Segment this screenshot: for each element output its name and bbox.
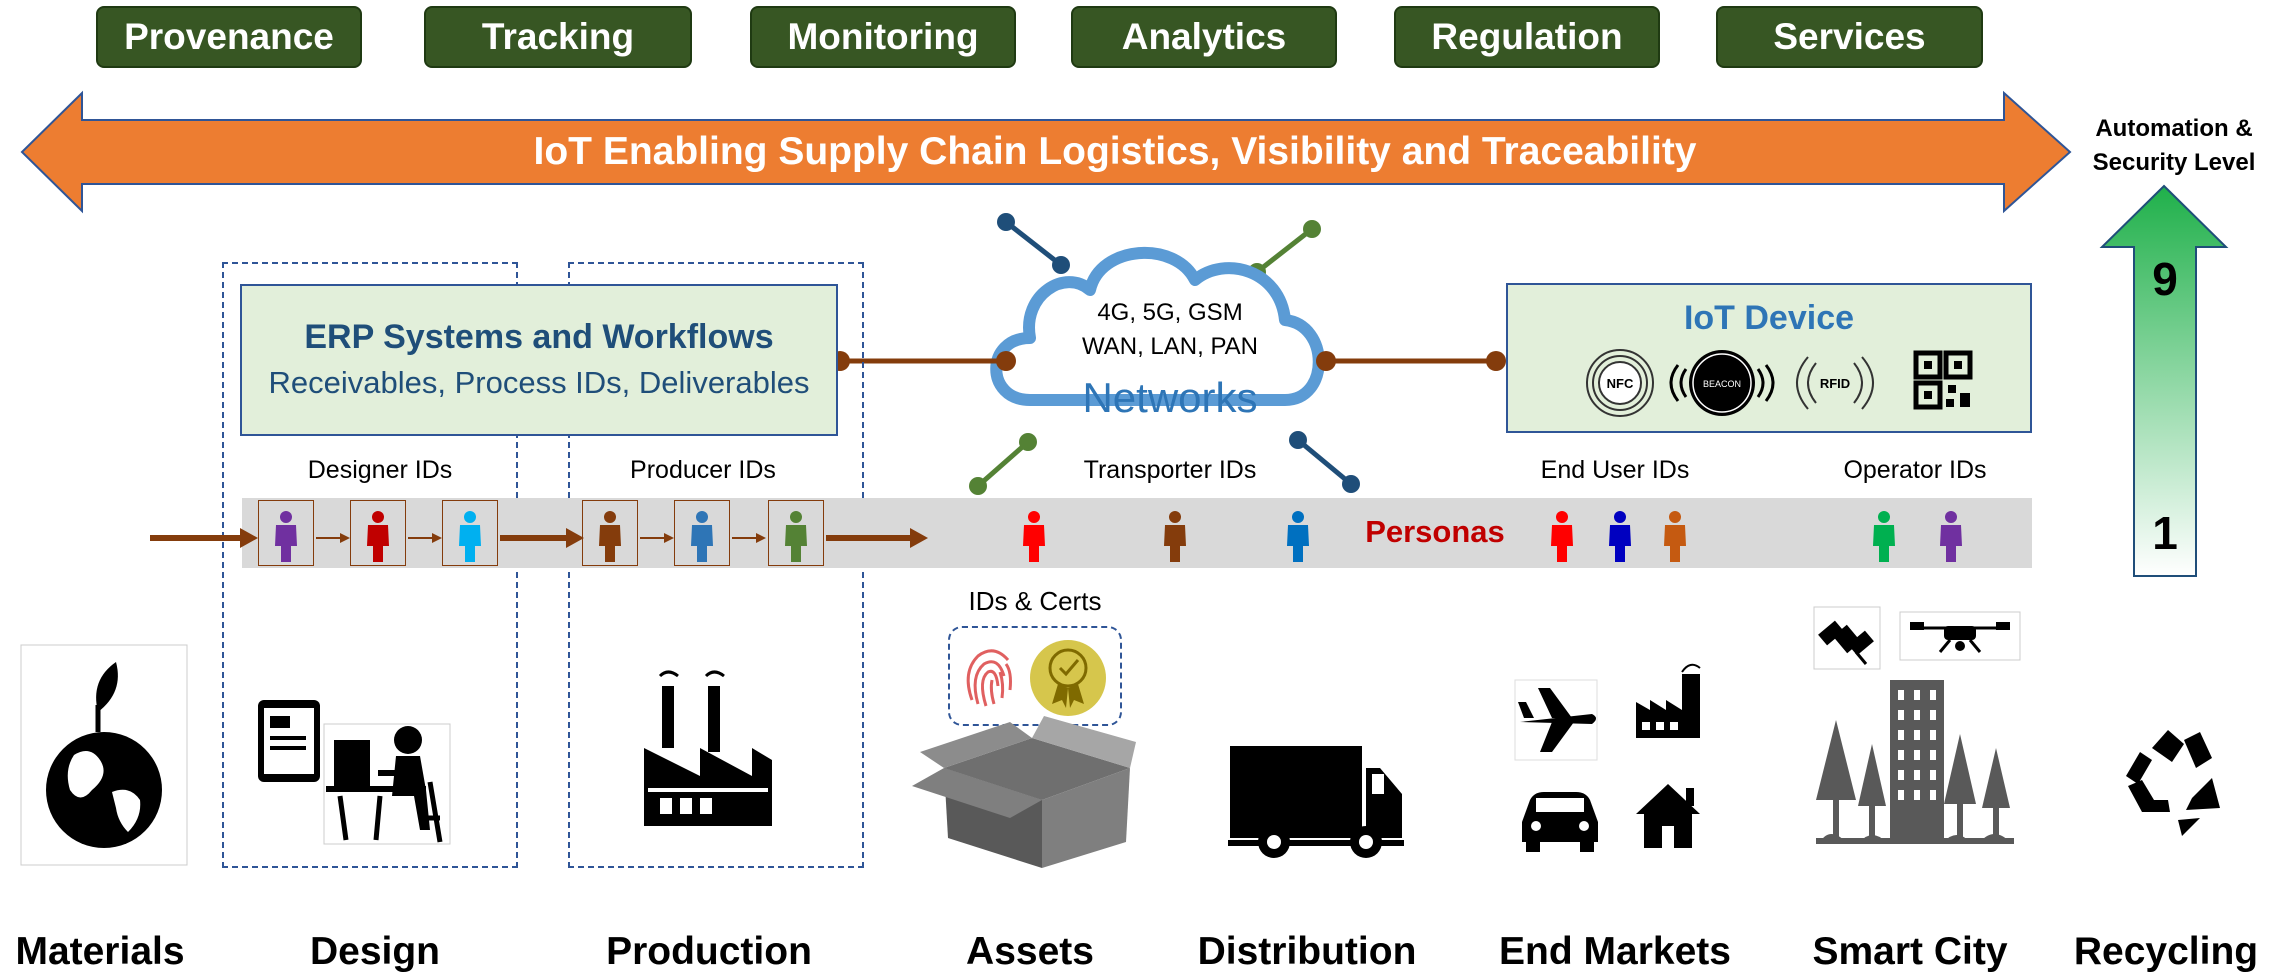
network-line1: 4G, 5G, GSM xyxy=(1097,299,1243,326)
nfc-tag-label: NFC xyxy=(1607,376,1634,391)
end-user-ids-label: End User IDs xyxy=(1540,456,1690,484)
car-icon xyxy=(1522,792,1598,852)
category-regulation: Regulation xyxy=(1394,6,1660,68)
house-icon xyxy=(1636,784,1700,848)
airplane-icon xyxy=(1514,679,1598,761)
globe-plant-icon xyxy=(46,662,162,848)
cardboard-box-icon xyxy=(912,716,1136,868)
iot-device-title: IoT Device xyxy=(1683,299,1855,337)
satellite-icon xyxy=(1813,606,1881,670)
designer-at-desk-icon xyxy=(258,700,451,845)
network-title: Networks xyxy=(1082,374,1258,421)
rfid-tag-label: RFID xyxy=(1820,376,1850,391)
banner-title: IoT Enabling Supply Chain Logistics, Vis… xyxy=(533,130,1697,173)
erp-subtitle: Receivables, Process IDs, Deliverables xyxy=(268,365,810,400)
level-high: 9 xyxy=(2152,253,2178,305)
stage-recycling: Recycling xyxy=(2073,930,2259,973)
level-low: 1 xyxy=(2152,507,2178,559)
designer-persona-box xyxy=(258,500,314,566)
category-monitoring: Monitoring xyxy=(750,6,1016,68)
erp-title: ERP Systems and Workflows xyxy=(304,318,774,356)
iot-device-box: IoT Device NFC BEACON RFID xyxy=(1506,283,2032,433)
erp-box: ERP Systems and Workflows Receivables, P… xyxy=(240,284,838,436)
category-services: Services xyxy=(1716,6,1983,68)
stage-smart-city: Smart City xyxy=(1812,930,2008,973)
smart-city-skyline-icon xyxy=(1816,680,2014,844)
certs-box xyxy=(948,626,1122,726)
ids-certs-label: IDs & Certs xyxy=(968,586,1102,616)
certificate-badge-icon xyxy=(1030,640,1106,716)
transporter-ids-label: Transporter IDs xyxy=(1083,456,1257,484)
drone-icon xyxy=(1899,611,2021,661)
producer-persona-box xyxy=(674,500,730,566)
network-types: 4G, 5G, GSM WAN, LAN, PAN xyxy=(1060,296,1280,364)
beacon-tag-label: BEACON xyxy=(1703,379,1741,389)
persona-strip xyxy=(242,498,2032,568)
stage-production: Production xyxy=(606,930,812,973)
designer-persona-box xyxy=(350,500,406,566)
factory-small-icon xyxy=(1636,663,1701,738)
automation-label-line1: Automation & xyxy=(2095,115,2253,142)
designer-ids-label: Designer IDs xyxy=(307,456,453,484)
automation-level-arrow xyxy=(2099,184,2229,577)
operator-ids-label: Operator IDs xyxy=(1843,456,1987,484)
category-tracking: Tracking xyxy=(424,6,692,68)
network-line2: WAN, LAN, PAN xyxy=(1081,333,1259,360)
designer-persona-box xyxy=(442,500,498,566)
beacon-icon: BEACON xyxy=(1669,350,1775,416)
fingerprint-icon xyxy=(958,644,1022,708)
stage-design: Design xyxy=(309,930,441,973)
category-provenance: Provenance xyxy=(96,6,362,68)
stage-assets: Assets xyxy=(966,930,1094,973)
automation-label-line2: Security Level xyxy=(2092,149,2256,176)
delivery-truck-icon xyxy=(1228,746,1404,858)
stage-materials: Materials xyxy=(15,930,185,973)
nfc-icon: NFC xyxy=(1586,349,1654,417)
cloud-shape xyxy=(990,246,1325,406)
stage-end-markets: End Markets xyxy=(1499,930,1731,973)
personas-label: Personas xyxy=(1365,514,1505,549)
stage-distribution: Distribution xyxy=(1197,930,1417,973)
factory-icon xyxy=(644,670,772,826)
category-analytics: Analytics xyxy=(1071,6,1337,68)
qr-code-icon xyxy=(1913,350,1973,410)
recycling-icon xyxy=(2126,730,2220,836)
producer-ids-label: Producer IDs xyxy=(630,456,776,484)
producer-persona-box xyxy=(768,500,824,566)
iot-tags: NFC BEACON RFID xyxy=(1586,349,1973,417)
rfid-icon: RFID xyxy=(1796,356,1874,410)
automation-label: Automation & Security Level xyxy=(2074,112,2274,180)
producer-persona-box xyxy=(582,500,638,566)
